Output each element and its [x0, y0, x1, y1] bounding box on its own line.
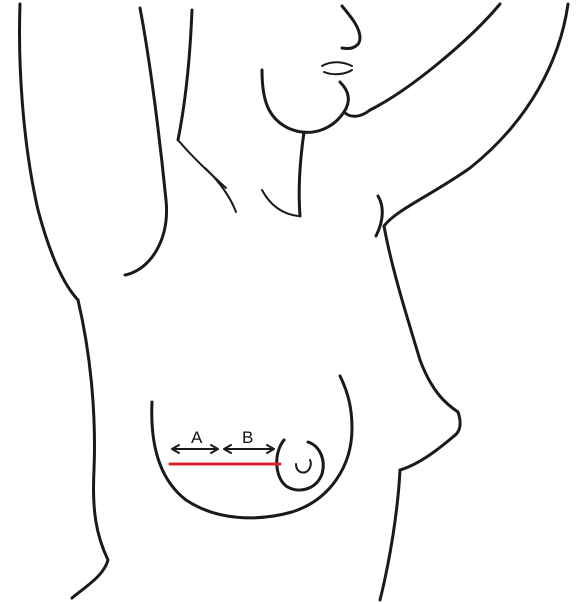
- right-arm-outer-contour: [370, 4, 500, 110]
- nipple: [296, 460, 311, 473]
- right-shoulder: [376, 196, 382, 236]
- nipple-areola: [277, 440, 324, 490]
- nose: [342, 6, 360, 49]
- left-shoulder-curve: [205, 168, 236, 212]
- right-torso-contour: [384, 226, 460, 470]
- mouth: [322, 62, 352, 74]
- left-shoulder-crease: [178, 140, 226, 188]
- jaw-line: [262, 70, 344, 132]
- left-arm-outer-contour: [20, 4, 78, 300]
- left-arm-inner-contour: [125, 8, 167, 275]
- left-torso-contour: [72, 300, 108, 598]
- label-b: B: [242, 428, 253, 447]
- neck-left-line: [178, 10, 192, 140]
- label-a: A: [191, 428, 203, 447]
- right-arm-inner-contour: [384, 4, 568, 226]
- neck-right-line: [299, 132, 304, 216]
- chin: [340, 82, 370, 116]
- right-breast-lower-fold: [380, 470, 400, 600]
- neck-sternal-notch: [262, 190, 298, 216]
